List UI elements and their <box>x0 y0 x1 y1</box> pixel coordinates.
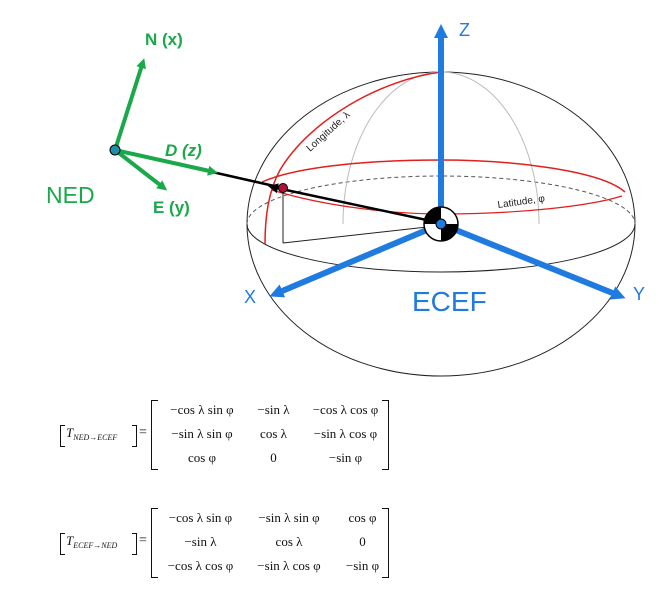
lhs-bracket-right <box>132 425 137 447</box>
matrix-cell: −sin λ cos φ <box>257 558 321 573</box>
matrix-bracket-left <box>151 508 158 578</box>
matrix-cell: −sin φ <box>328 450 363 465</box>
matrix-ned-to-ecef: TNED→ECEF = −cos λ sin φ −sin λ −cos λ c… <box>58 400 398 470</box>
equator-front <box>246 223 636 273</box>
matrix-cell: −cos λ cos φ <box>167 558 234 573</box>
north-axis <box>113 58 146 151</box>
matrix-bracket-right <box>382 508 389 578</box>
matrix-cell: 0 <box>270 450 277 465</box>
position-vector <box>268 183 437 224</box>
x-axis <box>269 221 443 298</box>
label-ecef: ECEF <box>412 286 487 317</box>
lhs-bracket-right <box>132 533 137 555</box>
matrix-cell: −sin λ sin φ <box>258 510 320 525</box>
matrix-bracket-right <box>382 400 389 470</box>
matrix-ecef-to-ned: TECEF→NED = −cos λ sin φ −sin λ sin φ co… <box>58 508 398 578</box>
matrix-cell: cos λ <box>260 426 287 441</box>
label-down: D (z) <box>165 141 202 160</box>
matrix-cell: −cos λ cos φ <box>312 402 379 417</box>
matrix-cell: −sin λ <box>184 534 217 549</box>
label-east: E (y) <box>153 198 190 217</box>
origin-marker <box>423 206 459 242</box>
matrix-cell: −cos λ sin φ <box>170 402 234 417</box>
equals-sign: = <box>139 533 147 548</box>
lhs-label: TECEF→NED <box>66 533 118 550</box>
matrix-cell: −sin φ <box>345 558 380 573</box>
equals-sign: = <box>139 425 147 440</box>
matrix-cells: −cos λ sin φ −sin λ −cos λ cos φ −sin λ … <box>158 400 390 468</box>
label-y-axis: Y <box>633 284 645 304</box>
east-axis <box>113 148 168 191</box>
ned-origin <box>109 144 121 156</box>
down-axis <box>114 148 218 176</box>
label-north: N (x) <box>145 30 183 49</box>
matrix-cell: −cos λ sin φ <box>168 510 233 525</box>
matrix-cell: cos λ <box>275 534 303 549</box>
y-axis <box>439 221 626 300</box>
matrix-cell: cos φ <box>348 510 377 525</box>
matrix-cell: 0 <box>359 534 366 549</box>
matrix-cell: −sin λ sin φ <box>171 426 233 441</box>
longitude-meridian <box>264 71 442 245</box>
label-x-axis: X <box>244 287 256 307</box>
label-ned: NED <box>46 182 95 208</box>
lhs-bracket-left <box>60 425 65 447</box>
surface-point <box>278 183 288 193</box>
matrix-cell: −sin λ cos φ <box>313 426 378 441</box>
matrix-bracket-left <box>151 400 158 470</box>
label-z-axis: Z <box>459 20 470 40</box>
projection-base <box>282 225 437 244</box>
lhs-label: TNED→ECEF <box>66 425 118 442</box>
lhs-bracket-left <box>60 533 65 555</box>
matrix-cells: −cos λ sin φ −sin λ sin φ cos φ −sin λ c… <box>158 508 390 576</box>
matrix-cell: cos φ <box>187 450 217 465</box>
matrix-cell: −sin λ <box>257 402 290 417</box>
